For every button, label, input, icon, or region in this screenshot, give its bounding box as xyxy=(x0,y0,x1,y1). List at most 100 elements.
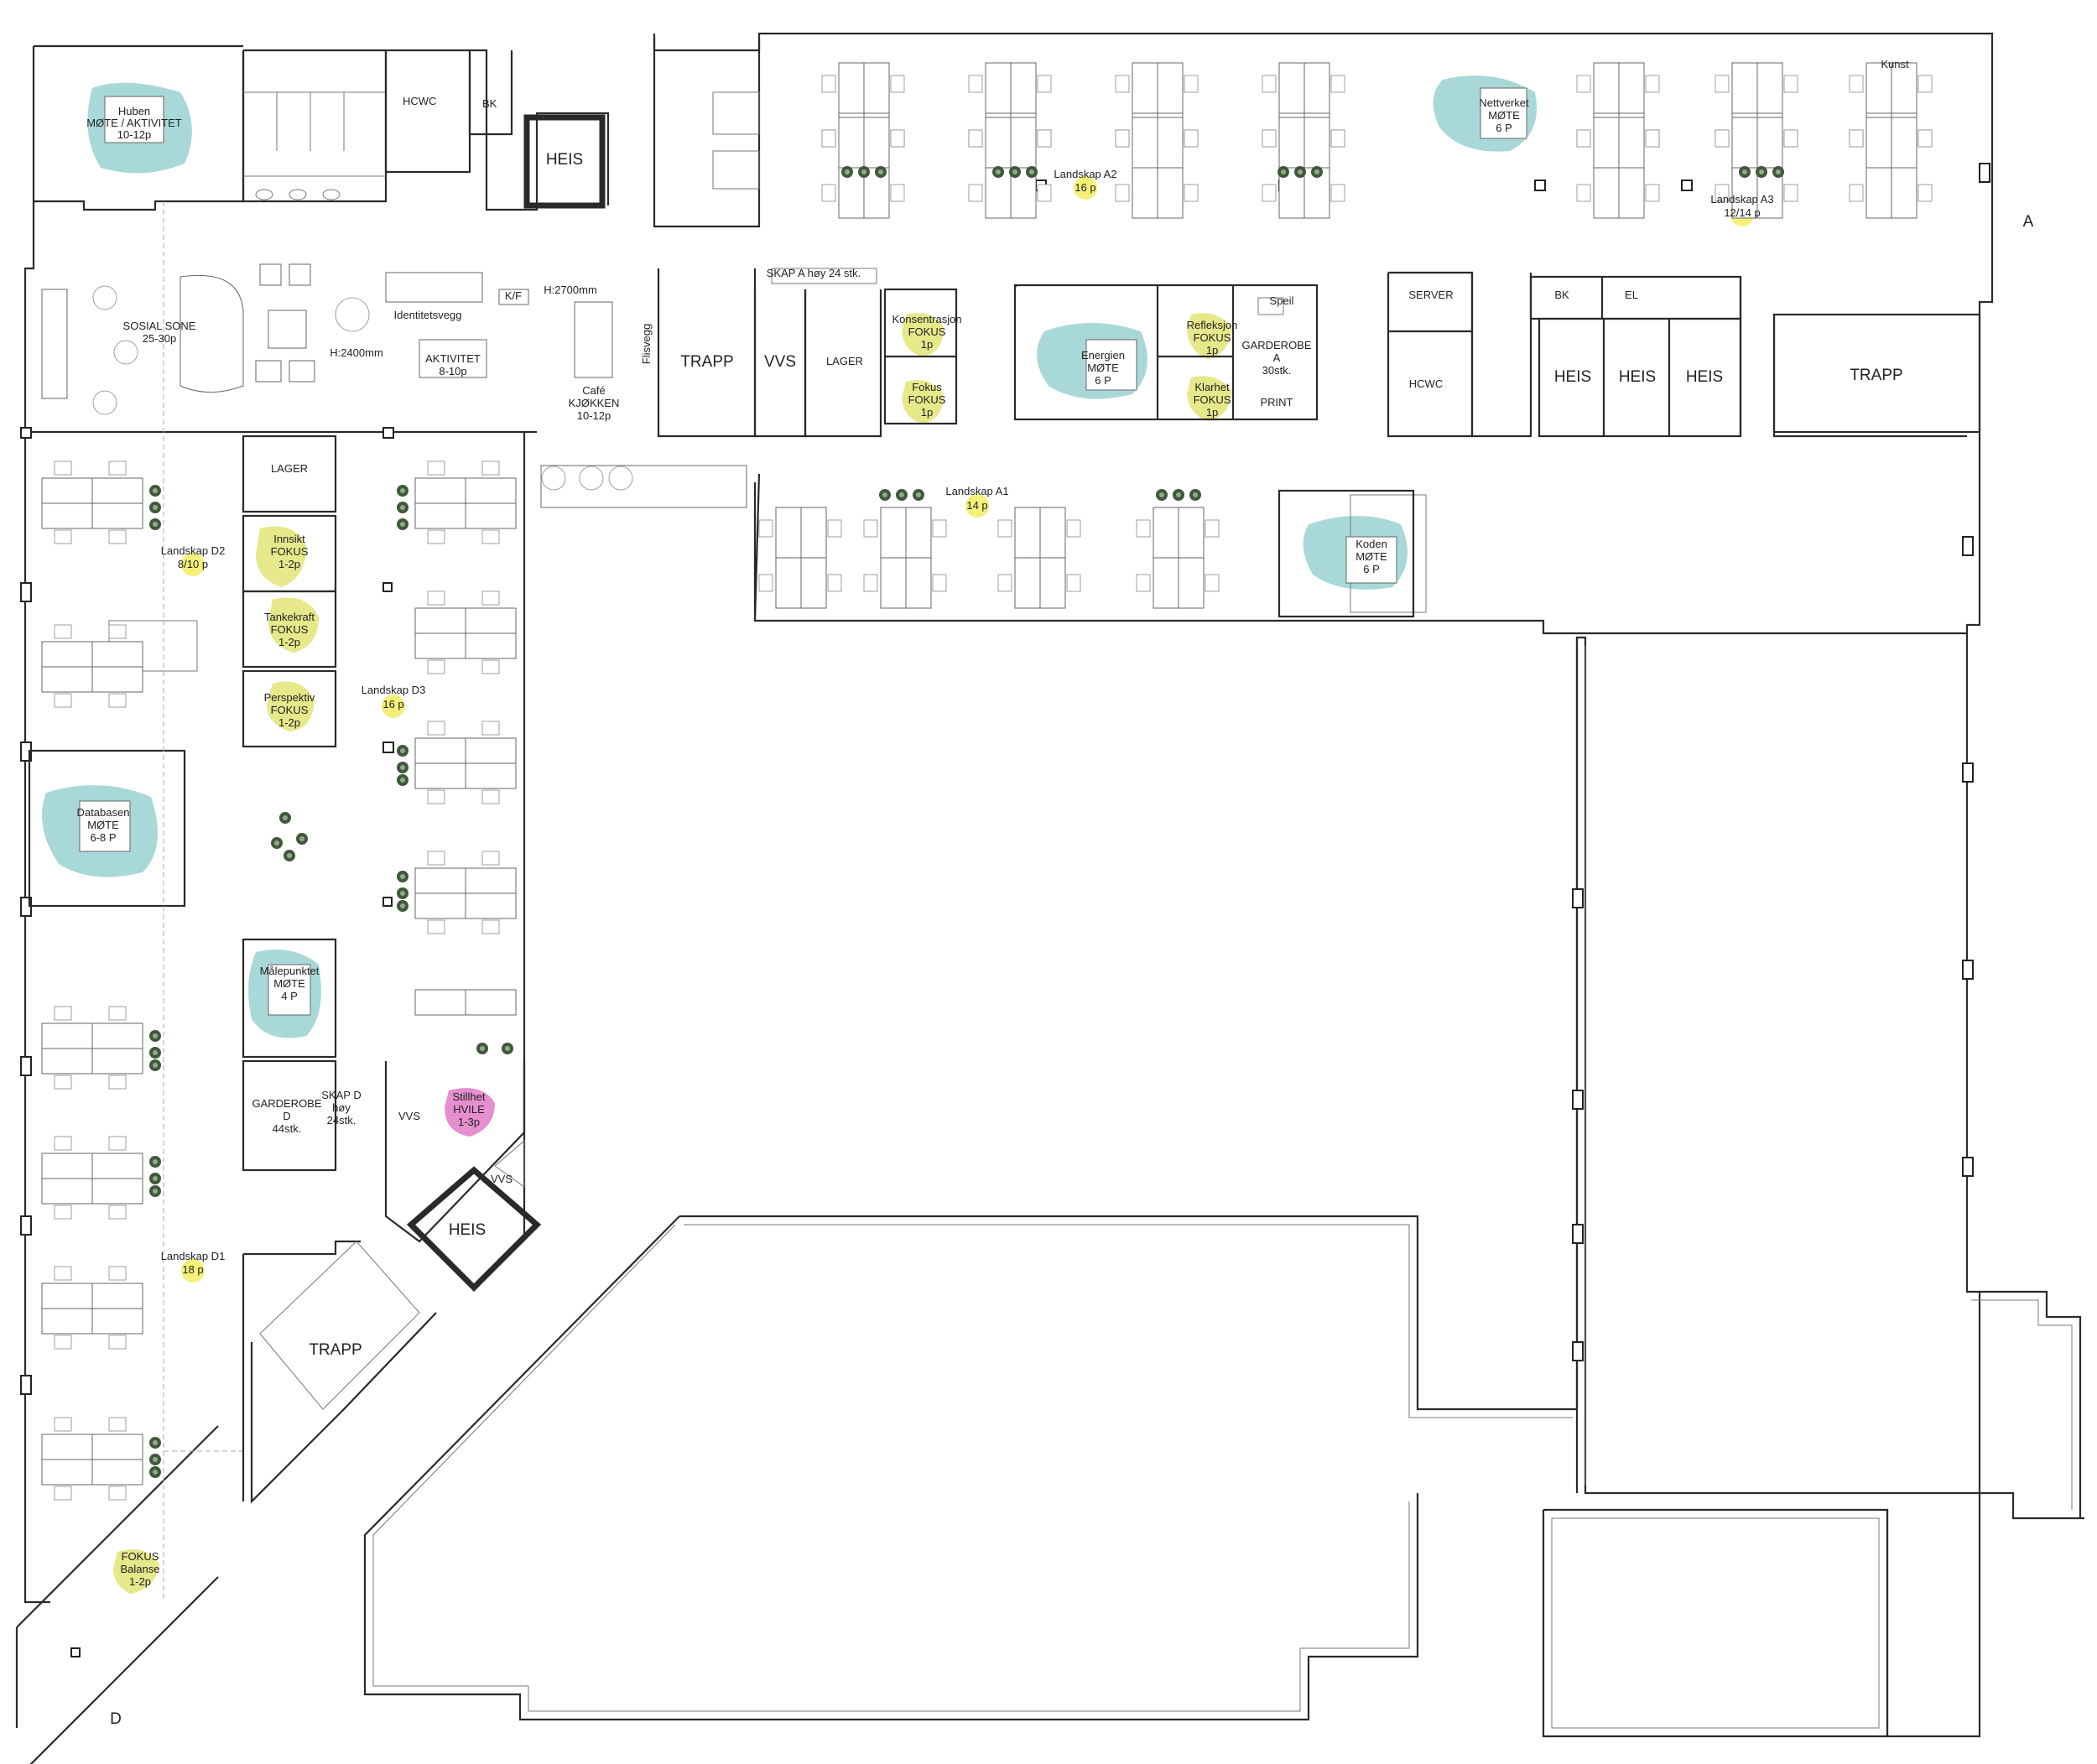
label-heis-2: HEIS xyxy=(1554,368,1591,386)
label-vvs-1: VVS xyxy=(764,353,796,371)
label-innsikt: Innsikt xyxy=(273,533,305,545)
label-nettverket-type: MØTE xyxy=(1488,109,1520,122)
chair xyxy=(481,591,500,606)
label-flisvegg: Flisvegg xyxy=(640,324,653,364)
desk xyxy=(91,502,143,529)
label-trapp-1: TRAPP xyxy=(680,353,733,371)
chair xyxy=(108,1486,127,1501)
chair xyxy=(481,789,500,804)
chair xyxy=(932,519,947,538)
top-left-core xyxy=(242,50,606,209)
label-huben-type: MØTE / AKTIVITET xyxy=(86,117,181,129)
chair xyxy=(1783,75,1798,93)
chair xyxy=(1115,129,1130,148)
plant xyxy=(397,900,408,912)
label-landskap-a3: Landskap A3 xyxy=(1710,193,1773,206)
chair xyxy=(1576,75,1591,93)
landscape-dot-d3 xyxy=(382,695,405,718)
plant xyxy=(1026,166,1038,178)
desk xyxy=(1891,167,1917,219)
chair xyxy=(1645,129,1660,148)
label-klarhet-type: FOKUS xyxy=(1194,393,1231,406)
chair xyxy=(1205,574,1220,592)
label-innsikt-type: FOKUS xyxy=(271,545,309,558)
desk xyxy=(465,632,517,659)
label-landskap-d3: Landskap D3 xyxy=(362,684,426,696)
chair xyxy=(54,1266,72,1281)
label-h2400: H:2400mm xyxy=(330,346,383,359)
desk xyxy=(905,507,932,559)
label-refleksjon-cap: 1p xyxy=(1206,344,1218,356)
chair xyxy=(1184,129,1199,148)
desk xyxy=(905,557,932,609)
desk xyxy=(1303,62,1330,114)
desk xyxy=(414,607,466,634)
label-hcwc-1: HCWC xyxy=(403,95,436,107)
desk xyxy=(1731,117,1758,169)
plant xyxy=(1009,166,1021,178)
label-kf: K/F xyxy=(505,289,522,302)
desk xyxy=(1132,167,1158,219)
chair xyxy=(54,693,72,708)
label-nettverket-cap: 6 P xyxy=(1496,122,1512,134)
plant xyxy=(1756,166,1767,178)
label-perspektiv-type: FOKUS xyxy=(271,704,309,716)
landscape-dot-a2 xyxy=(1074,176,1097,200)
chair xyxy=(481,529,500,544)
desk xyxy=(41,502,93,529)
plant xyxy=(271,837,283,849)
lower-cores xyxy=(242,1061,542,1504)
label-landskap-d2: Landskap D2 xyxy=(161,544,226,557)
focus-zone-perspektiv xyxy=(267,681,315,731)
label-konsentrasjon: Konsentrasjon xyxy=(892,313,961,325)
focus-zone-balanse xyxy=(113,1549,159,1594)
desk xyxy=(1593,167,1620,219)
meeting-table xyxy=(268,964,311,1016)
chair xyxy=(1783,129,1798,148)
desk xyxy=(1618,117,1645,169)
chair xyxy=(427,659,445,674)
label-nettverket: Nettverket xyxy=(1479,96,1529,109)
label-tankekraft-type: FOKUS xyxy=(271,623,309,636)
desk xyxy=(414,892,466,919)
desk xyxy=(465,502,517,529)
chair xyxy=(427,919,445,934)
label-sosial-sone: SOSIAL SONE xyxy=(123,320,196,332)
label-zone-d: D xyxy=(110,1710,122,1728)
desk xyxy=(863,117,890,169)
plant xyxy=(149,485,161,497)
focus-zone-innsikt xyxy=(256,526,306,587)
label-garderobe-d-cap: 44stk. xyxy=(273,1122,302,1135)
plant xyxy=(397,485,408,497)
plant xyxy=(992,166,1004,178)
label-garderobe-a-cap: 30stk. xyxy=(1262,364,1292,377)
label-konsentrasjon-type: FOKUS xyxy=(908,325,946,338)
plant xyxy=(1311,166,1323,178)
chair xyxy=(890,184,905,202)
chair xyxy=(1715,129,1730,148)
desk xyxy=(91,666,143,693)
chair xyxy=(1184,184,1199,202)
desk xyxy=(800,557,827,609)
chair xyxy=(108,1075,127,1090)
plant xyxy=(913,489,924,501)
top-right-core xyxy=(1013,271,1981,618)
chair xyxy=(427,529,445,544)
chair xyxy=(108,624,127,639)
plant xyxy=(1156,489,1168,501)
desk xyxy=(414,762,466,789)
label-malepunktet: Målepunktet xyxy=(260,965,320,977)
label-heis-5: HEIS xyxy=(449,1221,486,1239)
chair xyxy=(890,129,905,148)
desk xyxy=(1618,167,1645,219)
rest-zone-stillhet xyxy=(445,1088,495,1137)
label-databasen-type: MØTE xyxy=(87,819,119,831)
label-tankekraft-cap: 1-2p xyxy=(278,636,300,648)
chair xyxy=(1576,129,1591,148)
label-balanse-type: FOKUS xyxy=(122,1550,159,1563)
desk xyxy=(1865,167,1892,219)
chair xyxy=(1849,184,1864,202)
chair xyxy=(1645,184,1660,202)
label-stillhet-type: HVILE xyxy=(453,1103,485,1116)
columns xyxy=(20,163,1990,1657)
